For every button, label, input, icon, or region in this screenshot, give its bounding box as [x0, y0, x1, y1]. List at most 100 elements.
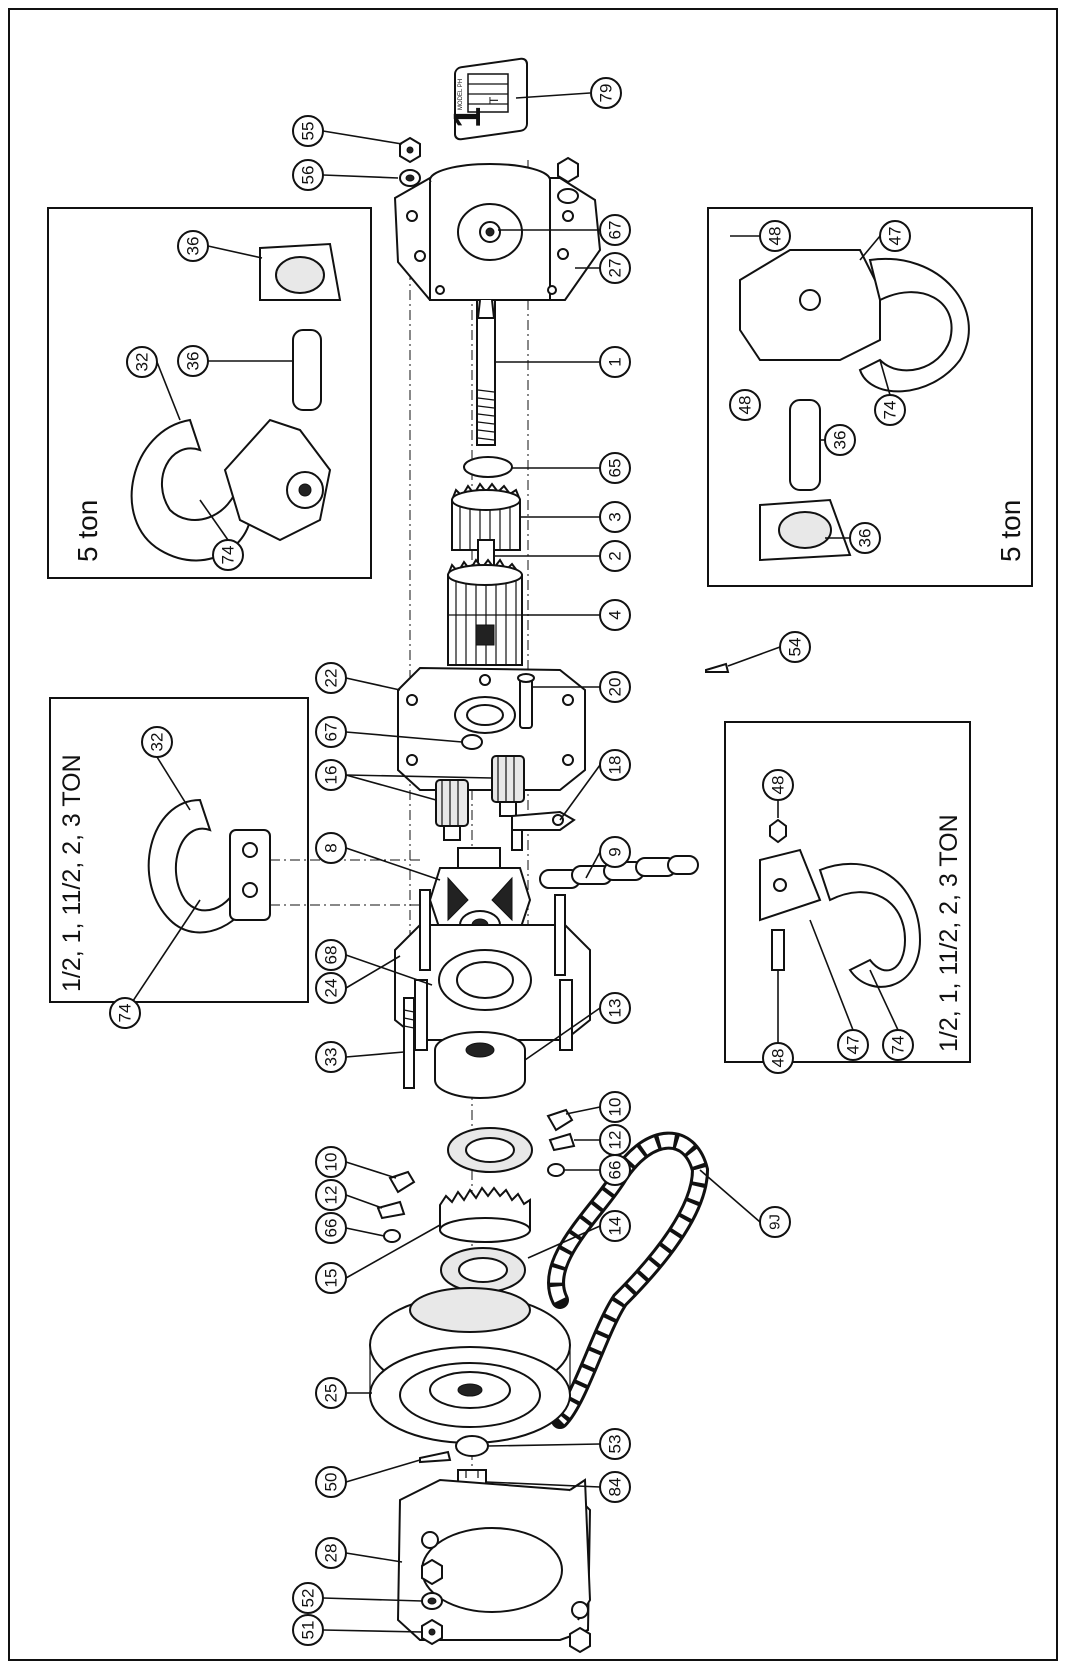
pinion-gear-16a [435, 779, 469, 841]
callout-27: 27 [599, 252, 631, 284]
svg-text:10: 10 [322, 1153, 341, 1172]
callout-50: 50 [315, 1466, 347, 1498]
callout-tl-32: 32 [126, 346, 158, 378]
svg-text:32: 32 [133, 353, 152, 372]
inset-mr-hook [759, 818, 922, 988]
callout-10b: 10 [315, 1146, 347, 1178]
nameplate: 1 T MODEL PH [447, 57, 528, 141]
svg-text:51: 51 [299, 1621, 318, 1640]
svg-text:84: 84 [606, 1478, 625, 1497]
nut-right-top [557, 156, 579, 204]
pin-20 [517, 673, 535, 729]
svg-text:50: 50 [322, 1473, 341, 1492]
callout-24: 24 [315, 972, 347, 1004]
svg-text:33: 33 [322, 1048, 341, 1067]
svg-text:T: T [487, 96, 501, 104]
callout-3: 3 [599, 501, 631, 533]
svg-text:68: 68 [322, 946, 341, 965]
svg-text:4: 4 [606, 610, 625, 619]
snap-ring-65 [463, 456, 513, 478]
callout-51: 51 [292, 1614, 324, 1646]
svg-text:67: 67 [606, 221, 625, 240]
svg-text:74: 74 [116, 1004, 135, 1023]
callout-12a: 12 [599, 1124, 631, 1156]
callout-tr-36a: 36 [824, 424, 856, 456]
svg-text:24: 24 [322, 979, 341, 998]
callout-20: 20 [599, 671, 631, 703]
callout-tr-36b: 36 [849, 522, 881, 554]
svg-text:48: 48 [769, 1049, 788, 1068]
callout-1: 1 [599, 346, 631, 378]
gear-plate-22 [397, 666, 586, 791]
washer-53 [455, 1435, 489, 1457]
nut-55 [399, 136, 421, 164]
svg-text:14: 14 [606, 1217, 625, 1236]
callout-67a: 67 [599, 214, 631, 246]
callout-16: 16 [315, 759, 347, 791]
callout-9J: 9J [759, 1206, 791, 1238]
washer-56 [399, 169, 421, 187]
callout-mr-74: 74 [882, 1029, 914, 1061]
svg-text:74: 74 [889, 1036, 908, 1055]
inset-title-mid-left: 1/2, 1, 11/2, 2, 3 TON [58, 754, 86, 992]
callout-53: 53 [599, 1428, 631, 1460]
inset-ml-hook [147, 798, 271, 934]
callout-ml-32: 32 [141, 726, 173, 758]
callout-55: 55 [292, 115, 324, 147]
callout-tr-47: 47 [879, 220, 911, 252]
callout-tr-48a: 48 [759, 220, 791, 252]
callout-14: 14 [599, 1210, 631, 1242]
svg-text:47: 47 [844, 1036, 863, 1055]
inset-title-mid-right: 1/2, 1, 11/2, 2, 3 TON [935, 814, 963, 1052]
svg-text:9J: 9J [767, 1214, 784, 1230]
svg-text:36: 36 [831, 431, 850, 450]
callout-tl-74: 74 [212, 539, 244, 571]
pawl-set-right [546, 1108, 576, 1177]
callout-33: 33 [315, 1041, 347, 1073]
inset-title-top-right: 5 ton [995, 500, 1026, 562]
inset-tr-hook [739, 249, 970, 562]
hand-chain-9J [547, 1131, 710, 1429]
hand-wheel-25 [369, 1287, 571, 1444]
wheel-cover-28 [396, 1478, 592, 1654]
callout-4: 4 [599, 599, 631, 631]
ratchet-hub-13 [434, 1031, 526, 1099]
svg-text:15: 15 [322, 1269, 341, 1288]
svg-text:13: 13 [606, 999, 625, 1018]
svg-text:22: 22 [322, 669, 341, 688]
callout-2: 2 [599, 540, 631, 572]
svg-text:79: 79 [597, 84, 616, 103]
cotter-pin-50 [419, 1450, 452, 1464]
svg-text:25: 25 [322, 1384, 341, 1403]
callout-65: 65 [599, 452, 631, 484]
svg-text:12: 12 [322, 1186, 341, 1205]
inset-title-top-left: 5 ton [72, 500, 103, 562]
washer-67 [461, 734, 483, 750]
drive-shaft-1 [476, 299, 496, 446]
callout-66b: 66 [315, 1212, 347, 1244]
svg-text:48: 48 [766, 227, 785, 246]
callout-84: 84 [599, 1471, 631, 1503]
callout-25: 25 [315, 1377, 347, 1409]
pawl-set-left [376, 1170, 416, 1243]
svg-text:20: 20 [606, 678, 625, 697]
svg-text:16: 16 [322, 766, 341, 785]
washer-52 [421, 1592, 443, 1610]
callout-8: 8 [315, 832, 347, 864]
gear-4 [447, 558, 523, 666]
svg-text:67: 67 [322, 723, 341, 742]
svg-text:65: 65 [606, 459, 625, 478]
svg-text:9: 9 [606, 847, 625, 856]
svg-text:47: 47 [886, 227, 905, 246]
lever-18 [511, 810, 576, 851]
leader-lines [124, 92, 899, 1633]
callout-mr-47: 47 [837, 1029, 869, 1061]
svg-text:MODEL PH: MODEL PH [458, 79, 464, 110]
callout-22: 22 [315, 662, 347, 694]
stay-bolt-33 [403, 997, 415, 1089]
svg-text:48: 48 [736, 396, 755, 415]
callout-67b: 67 [315, 716, 347, 748]
load-chain-9 [539, 855, 699, 889]
